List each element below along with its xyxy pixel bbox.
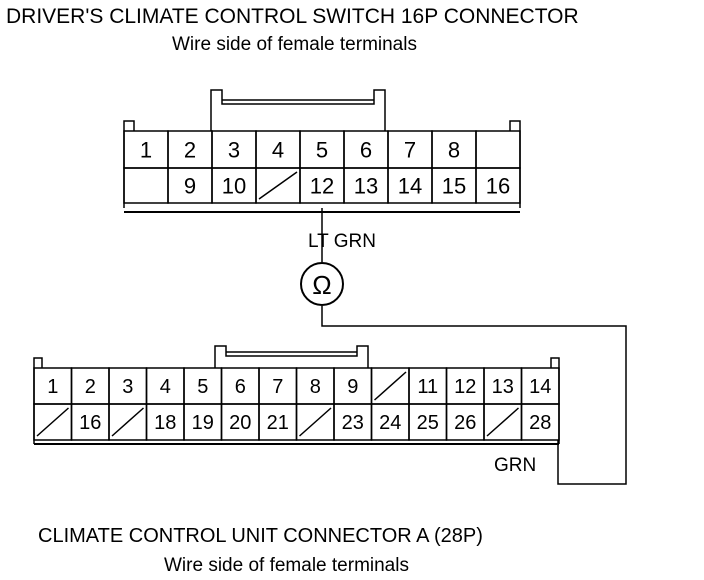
ohmmeter: Ω bbox=[300, 262, 344, 306]
bottom-row2-cell bbox=[520, 403, 560, 441]
top-row2-terminal-9: 9 bbox=[184, 173, 196, 198]
bottom-row2-terminal-26: 26 bbox=[454, 412, 476, 434]
top-row2-terminal-15: 15 bbox=[442, 173, 466, 198]
bottom-row1-terminal-14: 14 bbox=[529, 376, 551, 398]
top-row1-terminal-8: 8 bbox=[448, 137, 460, 162]
bottom-row1-terminal-7: 7 bbox=[272, 376, 283, 398]
bottom-row1-terminal-6: 6 bbox=[235, 376, 246, 398]
bottom-row1-terminal-2: 2 bbox=[85, 376, 96, 398]
wire-color-label-grn: GRN bbox=[494, 455, 537, 476]
bottom-row2-blank-slash bbox=[486, 407, 519, 437]
bottom-row1-terminal-5: 5 bbox=[197, 376, 208, 398]
bottom-row2-blank-slash bbox=[299, 407, 332, 437]
top-row1-terminal-1: 1 bbox=[140, 137, 152, 162]
top-connector-lock-tab bbox=[210, 89, 386, 131]
top-row2-cell bbox=[475, 167, 521, 204]
top-connector-subtitle: Wire side of female terminals bbox=[172, 34, 417, 55]
bottom-row1-terminal-11: 11 bbox=[417, 376, 438, 398]
top-row2-terminal-16: 16 bbox=[486, 173, 510, 198]
bottom-connector-shell-right bbox=[550, 357, 560, 444]
bottom-row1-terminal-1: 1 bbox=[47, 376, 58, 398]
wire-color-label-lt-grn: LT GRN bbox=[308, 231, 376, 252]
bottom-row2-terminal-20: 20 bbox=[229, 412, 251, 434]
bottom-row2-terminal-18: 18 bbox=[154, 412, 176, 434]
top-row2-terminal-13: 13 bbox=[354, 173, 378, 198]
ohm-symbol: Ω bbox=[312, 270, 331, 300]
bottom-row1-terminal-12: 12 bbox=[454, 376, 476, 398]
top-row1-terminal-2: 2 bbox=[184, 137, 196, 162]
bottom-row2-terminal-21: 21 bbox=[267, 412, 289, 434]
bottom-row1-blank-slash bbox=[374, 371, 407, 401]
ohmmeter-icon bbox=[300, 262, 344, 306]
bottom-row2-terminal-23: 23 bbox=[342, 412, 364, 434]
top-row1-terminal-5: 5 bbox=[316, 137, 328, 162]
bottom-row1-terminal-3: 3 bbox=[122, 376, 133, 398]
bottom-row2-terminal-24: 24 bbox=[379, 412, 401, 434]
wires bbox=[321, 208, 627, 485]
bottom-row1-terminal-8: 8 bbox=[310, 376, 321, 398]
bottom-row2-terminal-16: 16 bbox=[79, 412, 101, 434]
top-row1-terminal-6: 6 bbox=[360, 137, 372, 162]
bottom-row2-blank-slash bbox=[36, 407, 69, 437]
top-row2-blank-slash bbox=[258, 171, 298, 200]
bottom-row2-terminal-19: 19 bbox=[192, 412, 214, 434]
bottom-row1-terminal-4: 4 bbox=[160, 376, 171, 398]
top-row1-cell bbox=[475, 130, 521, 169]
top-row2-terminal-10: 10 bbox=[222, 173, 246, 198]
bottom-connector-shell-left bbox=[33, 357, 43, 444]
wire-to-terminal-28 bbox=[321, 306, 627, 485]
bottom-row1-terminal-13: 13 bbox=[492, 376, 514, 398]
bottom-row1-terminal-9: 9 bbox=[347, 376, 358, 398]
top-connector-shell-right bbox=[509, 120, 521, 208]
top-row1-terminal-3: 3 bbox=[228, 137, 240, 162]
top-connector-shell-left bbox=[123, 120, 135, 208]
top-row1-terminal-4: 4 bbox=[272, 137, 284, 162]
bottom-connector-title: CLIMATE CONTROL UNIT CONNECTOR A (28P) bbox=[38, 525, 483, 547]
top-connector-title: DRIVER'S CLIMATE CONTROL SWITCH 16P CONN… bbox=[6, 5, 579, 28]
bottom-row2-terminal-25: 25 bbox=[417, 412, 439, 434]
bottom-connector-lock-tab bbox=[214, 345, 369, 368]
bottom-connector-subtitle: Wire side of female terminals bbox=[164, 555, 409, 576]
top-row2-cell bbox=[123, 167, 169, 204]
bottom-row2-blank-slash bbox=[111, 407, 144, 437]
top-row2-terminal-12: 12 bbox=[310, 173, 334, 198]
top-row1-terminal-7: 7 bbox=[404, 137, 416, 162]
top-row2-terminal-14: 14 bbox=[398, 173, 422, 198]
bottom-row2-terminal-28: 28 bbox=[529, 412, 551, 434]
